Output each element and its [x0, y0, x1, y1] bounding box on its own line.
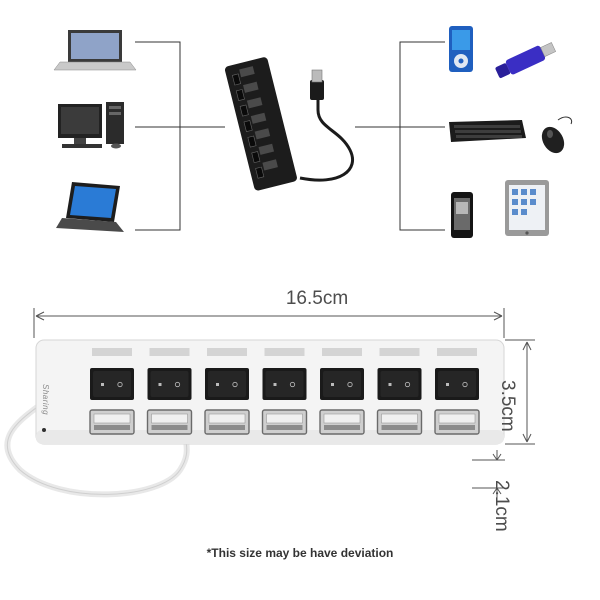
port-switch [147, 368, 192, 400]
dimension-length-line [33, 308, 505, 338]
hub-ports [89, 348, 480, 435]
usb-port [146, 409, 193, 435]
hub-port [261, 348, 308, 435]
port-switch [90, 368, 134, 400]
led-strip [379, 348, 420, 356]
hub-port [89, 348, 135, 435]
usb-flash-drive-icon [495, 42, 557, 78]
led-strip [437, 348, 477, 356]
led-strip [322, 348, 362, 356]
thickness-dimension-label: 2.1cm [491, 480, 512, 532]
port-switch [320, 368, 364, 400]
led-strip [92, 348, 132, 356]
usb-port [261, 409, 308, 435]
hub-port [376, 348, 423, 435]
led-strip [207, 348, 247, 356]
hub-port [204, 348, 250, 435]
port-switch [205, 368, 249, 400]
hub-port [434, 348, 480, 435]
small-usb-hub-image [224, 57, 354, 191]
height-dimension-label: 3.5cm [497, 380, 518, 432]
laptop-icon [53, 30, 137, 71]
port-switch [262, 368, 307, 400]
usb-port [89, 409, 135, 435]
tablet-icon [505, 180, 549, 236]
mouse-icon [541, 116, 573, 154]
dimension-thickness-line [472, 450, 505, 500]
led-strip [264, 348, 305, 356]
port-switch [377, 368, 422, 400]
smartphone-icon [451, 192, 473, 238]
usb-port [319, 409, 365, 435]
size-deviation-note: *This size may be have deviation [206, 546, 394, 560]
dimension-height-line [505, 339, 535, 445]
hub-port [319, 348, 365, 435]
port-switch [435, 368, 479, 400]
hub-port [146, 348, 193, 435]
length-dimension-label: 16.5cm [285, 288, 349, 309]
usb-port [434, 409, 480, 435]
keyboard-icon [449, 120, 526, 142]
usb-port [204, 409, 250, 435]
mp3-player-icon [449, 26, 473, 72]
tablet-keyboard-icon [56, 182, 124, 232]
hub-brand-text: Sharing [41, 384, 50, 416]
led-strip [149, 348, 190, 356]
desktop-pc-icon [58, 102, 124, 149]
hub-cable [4, 402, 190, 498]
usb-port [376, 409, 423, 435]
connector-lines [135, 41, 445, 231]
